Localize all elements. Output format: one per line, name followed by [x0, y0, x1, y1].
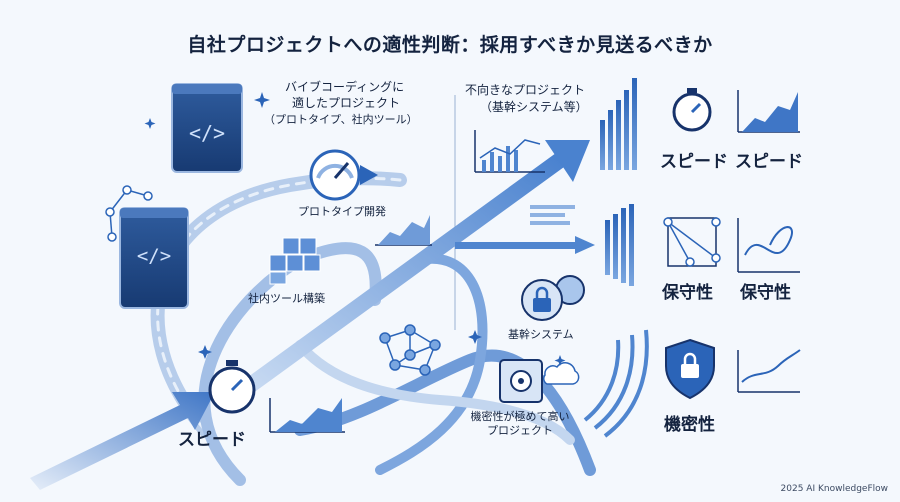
- code-monitor-bottom: </>: [119, 207, 189, 309]
- criteria-speed-a: スピード: [660, 152, 728, 172]
- prototype-label: プロトタイプ開発: [298, 205, 386, 218]
- speed-label-bottom: スピード: [178, 430, 246, 450]
- core-system-label: 基幹システム: [508, 328, 574, 341]
- signal-bars-middle: [605, 204, 634, 286]
- internal-tool-label: 社内ツール構築: [248, 292, 325, 305]
- signal-bars-top: [600, 78, 637, 170]
- incoming-arrow: [30, 392, 215, 490]
- criteria-maintainability-a: 保守性: [662, 283, 713, 303]
- criteria-maintainability-b: 保守性: [740, 283, 791, 303]
- sparkles: [144, 92, 566, 366]
- shield-lock-icon: [665, 338, 715, 400]
- gear-lock-icon: [521, 275, 585, 321]
- node-graph-right-a: [663, 217, 721, 267]
- code-monitor-top: </>: [171, 83, 243, 173]
- line-chart-right: [737, 349, 801, 393]
- unsuitable-heading-line2: （基幹システム等）: [480, 100, 588, 114]
- svg-text:</>: </>: [137, 245, 171, 267]
- blocks-icon: [269, 237, 321, 285]
- mini-area-chart-center: [375, 215, 432, 246]
- suitable-heading-line1: バイブコーディングに: [285, 80, 405, 94]
- mini-bar-chart-top: [474, 130, 545, 173]
- vault-icon: [499, 359, 580, 403]
- svg-text:</>: </>: [189, 121, 225, 145]
- loop-chart-right: [737, 218, 800, 273]
- main-growth-arrow: [222, 152, 568, 408]
- criteria-confidentiality: 機密性: [664, 415, 715, 435]
- stopwatch-icon-bottom: [208, 360, 256, 414]
- suitable-heading-line2: 適したプロジェクト: [292, 96, 401, 110]
- confidential-label-line1: 機密性が極めて高い: [470, 410, 570, 423]
- node-graph-left: [105, 185, 153, 242]
- footer-credit: 2025 AI KnowledgeFlow: [780, 484, 888, 494]
- page-title: 自社プロジェクトへの適性判断：採用すべきか見送るべきか: [187, 34, 713, 56]
- growth-chart-right: [737, 90, 800, 133]
- suitable-heading-line3: （プロトタイプ、社内ツール）: [264, 113, 418, 126]
- criteria-speed-b: スピード: [735, 152, 803, 172]
- mini-area-chart-bottom: [269, 398, 345, 433]
- horizontal-arrows: [455, 205, 595, 254]
- signal-arcs-bottom: [583, 329, 649, 438]
- confidential-label-line2: プロジェクト: [487, 424, 553, 437]
- speedometer-icon: [309, 149, 378, 201]
- stopwatch-icon-right: [672, 88, 712, 132]
- network-nodes-icon: [379, 324, 441, 376]
- main-arrow-head: [545, 140, 590, 182]
- unsuitable-heading-line1: 不向きなプロジェクト: [465, 83, 586, 97]
